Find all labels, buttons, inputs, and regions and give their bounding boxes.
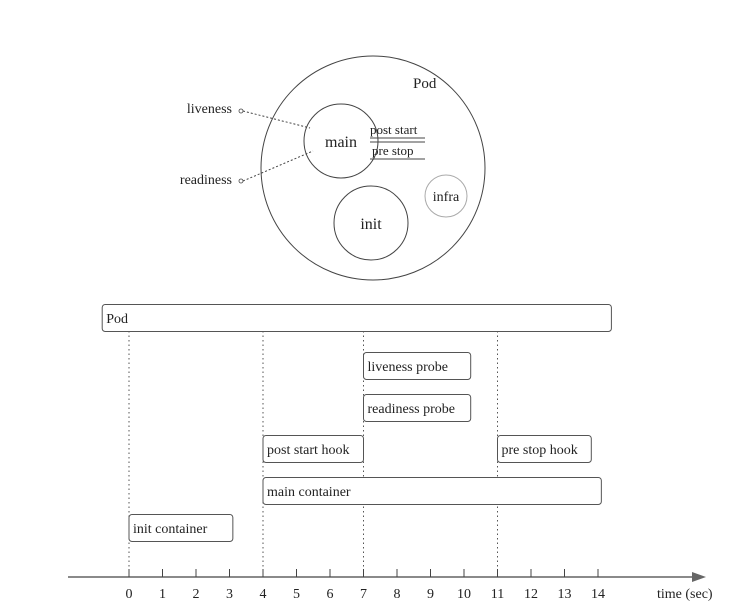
main-container-circle: [303, 103, 379, 179]
init-container-circle: [333, 185, 409, 261]
axis-tick-label: 5: [293, 587, 300, 602]
axis-tick-label: 1: [159, 587, 166, 602]
timeline-bar-label: Pod: [106, 312, 128, 327]
timeline-bar-label: post start hook: [267, 443, 349, 458]
axis-tick-label: 0: [126, 587, 133, 602]
readiness-label: readiness: [180, 173, 232, 188]
axis-tick-label: 8: [394, 587, 401, 602]
timeline-bar: [101, 304, 612, 332]
infra-label: infra: [433, 190, 460, 205]
axis-tick-label: 14: [591, 587, 605, 602]
liveness-probe-point: [238, 108, 244, 114]
infra-container-circle: [424, 174, 468, 218]
post-start-label: post start: [370, 122, 418, 137]
pod-circle: [260, 55, 486, 281]
time-axis-arrow: [692, 572, 706, 582]
timeline-bar-label: pre stop hook: [502, 443, 578, 458]
axis-tick-label: 10: [457, 587, 471, 602]
axis-tick-label: 7: [360, 587, 367, 602]
liveness-label: liveness: [187, 102, 232, 117]
pod-label: Pod: [413, 76, 437, 92]
timeline-bar-label: liveness probe: [368, 360, 448, 375]
timeline-bar-label: init container: [133, 522, 208, 537]
main-label: main: [325, 134, 357, 151]
axis-tick-label: 2: [193, 587, 200, 602]
readiness-probe-point: [238, 178, 244, 184]
time-axis-label: time (sec): [657, 587, 713, 602]
timeline-bar: [262, 477, 602, 505]
axis-tick-label: 4: [260, 587, 267, 602]
timeline-bar: [363, 352, 472, 380]
pre-stop-label: pre stop: [372, 143, 414, 158]
timeline-bar: [262, 435, 364, 463]
timeline-bar: [497, 435, 592, 463]
axis-tick-label: 3: [226, 587, 233, 602]
timeline-bar-label: main container: [267, 485, 351, 500]
timeline-bar-label: readiness probe: [368, 402, 455, 417]
axis-tick-label: 6: [327, 587, 334, 602]
timeline-bar: [128, 514, 234, 542]
axis-tick-label: 12: [524, 587, 538, 602]
axis-tick-label: 11: [491, 587, 504, 602]
readiness-connector: [242, 150, 314, 182]
liveness-connector: [242, 110, 311, 129]
axis-tick-label: 13: [558, 587, 572, 602]
pod-structure: Pod main post start pre stop init infra …: [180, 55, 486, 281]
axis-tick-label: 9: [427, 587, 434, 602]
init-label: init: [360, 216, 382, 233]
timeline-bar: [363, 394, 472, 422]
